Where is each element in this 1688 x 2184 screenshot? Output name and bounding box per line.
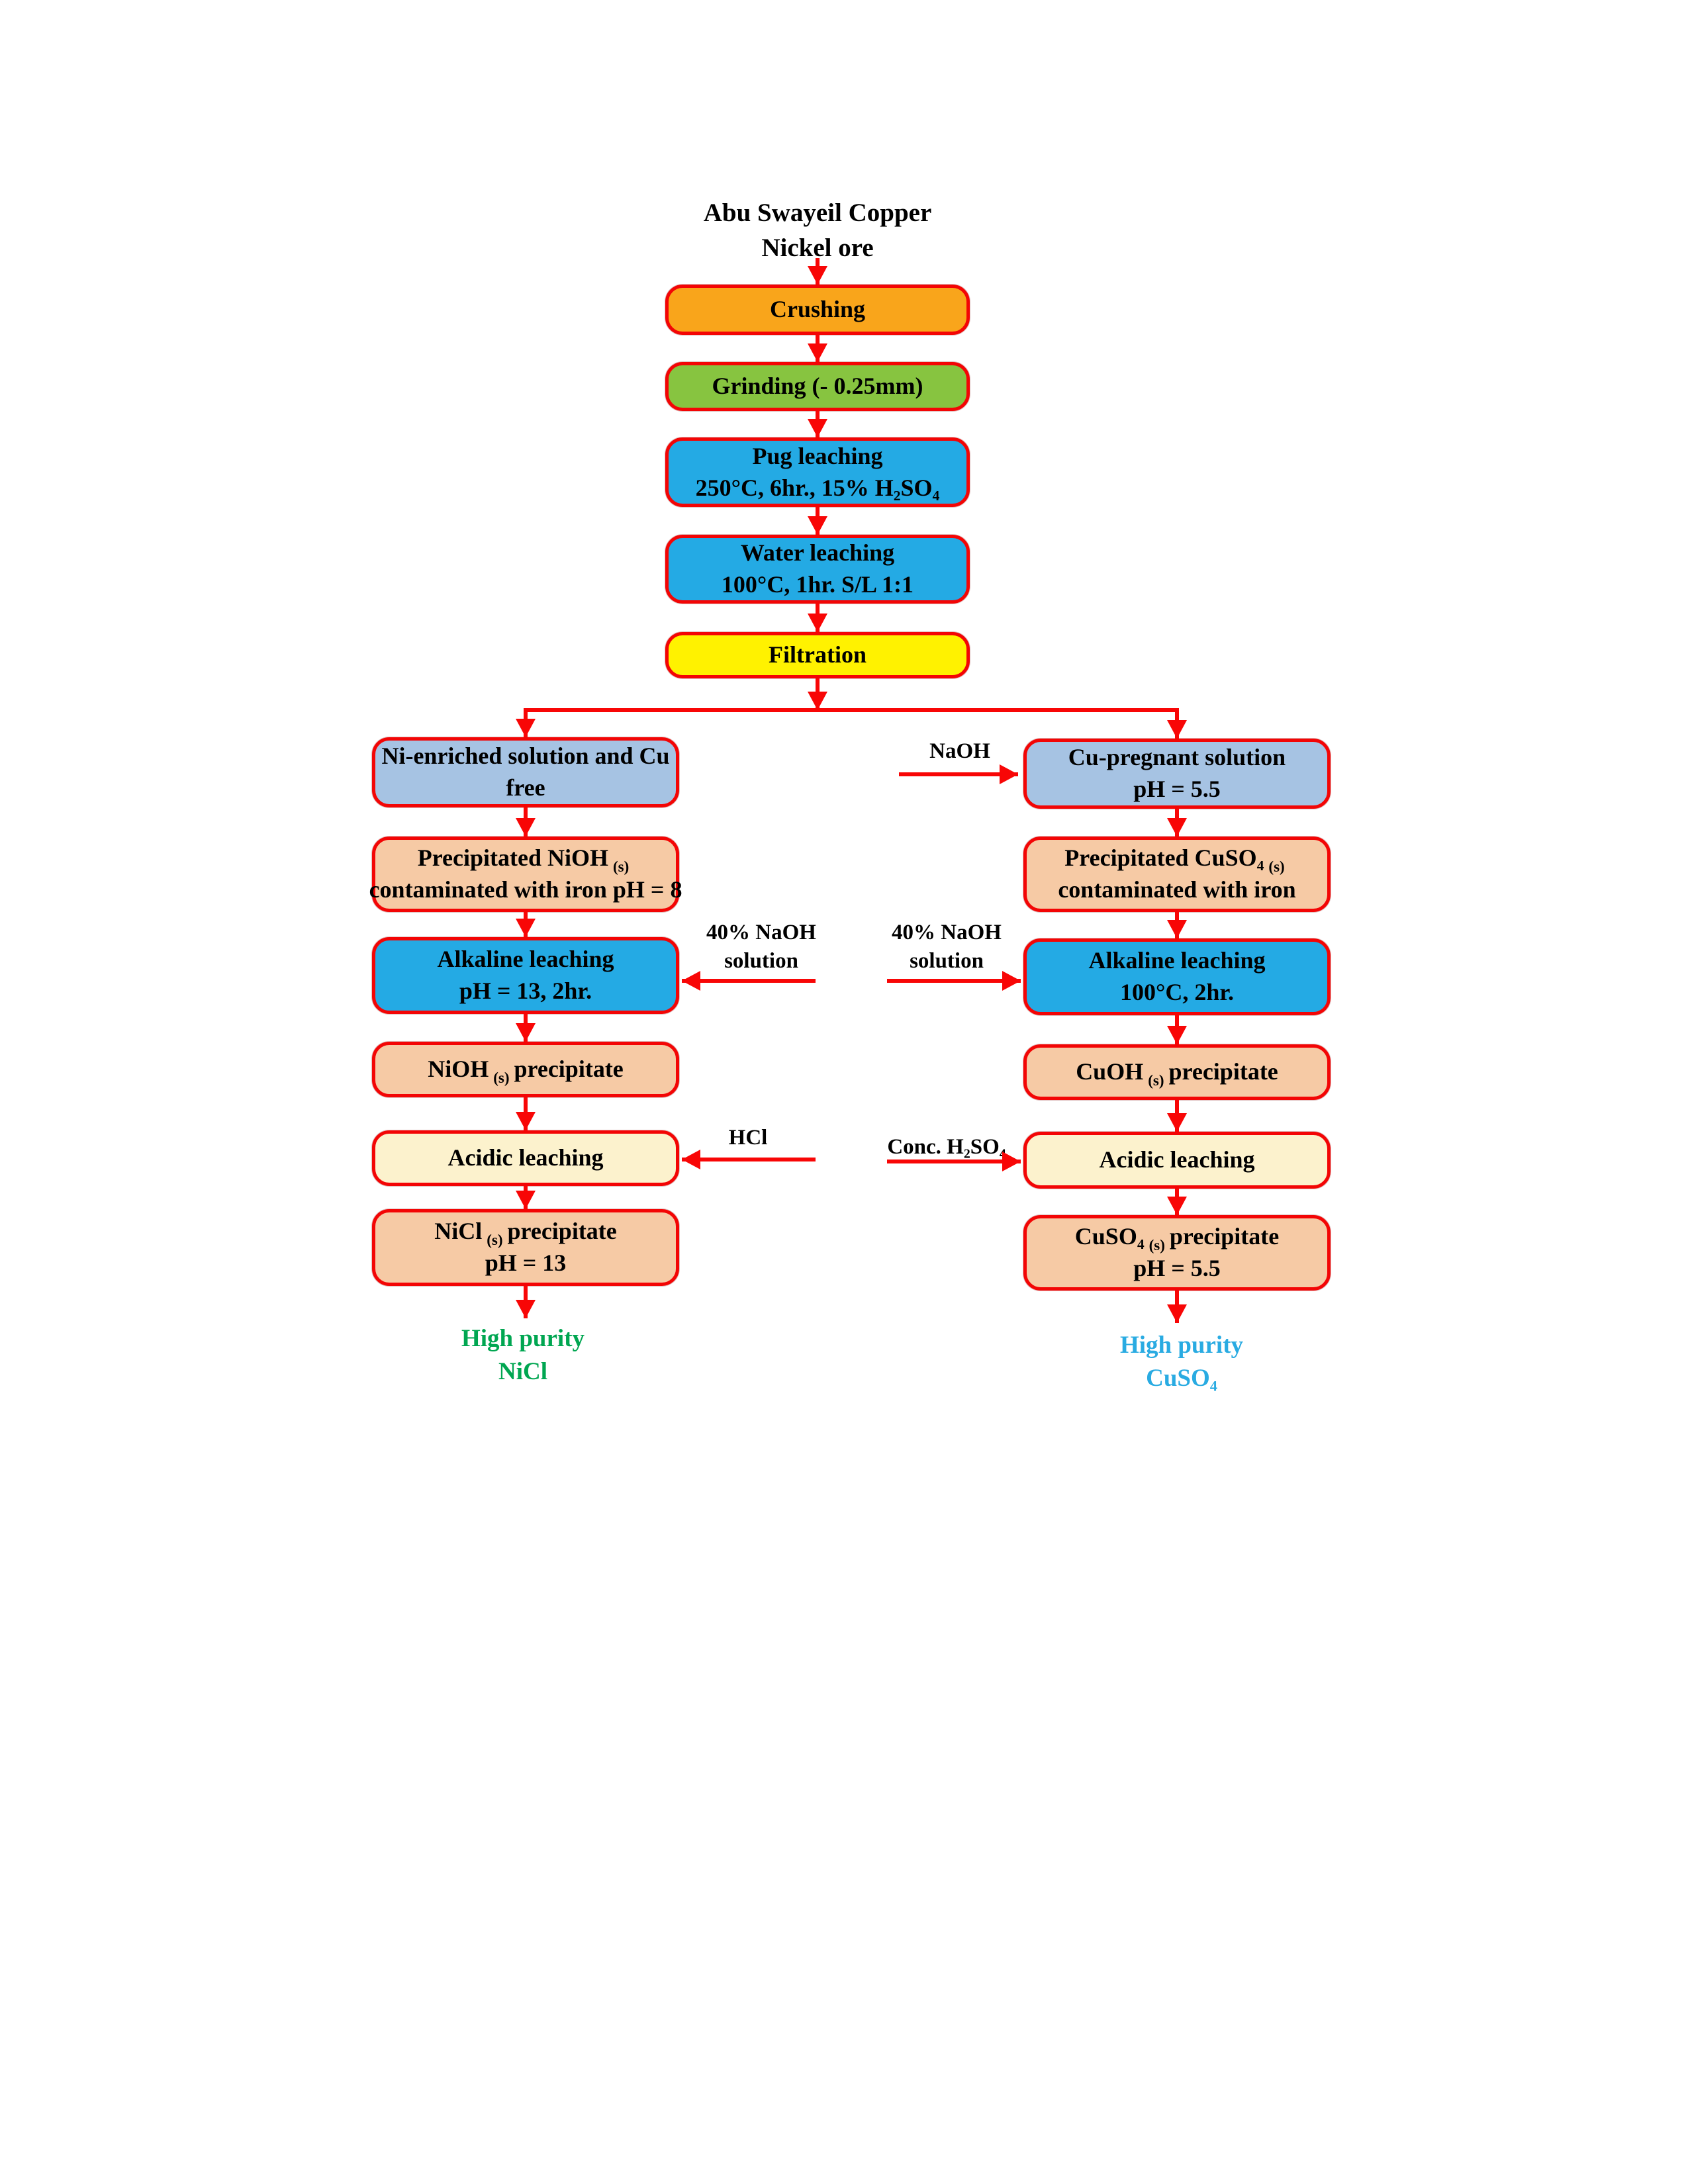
arrow-ni-precipitated-to-alkaline xyxy=(524,912,528,937)
arrow-split-to-ni-solution xyxy=(524,708,528,737)
box-text: 250°C, 6hr., 15% H₂SO₄ xyxy=(695,474,940,501)
arrow-ni-acidic-to-nicl xyxy=(524,1186,528,1209)
ni-output-label: High purity NiCl xyxy=(391,1322,655,1388)
box-text: Grinding (- 0.25mm) xyxy=(712,373,923,400)
hcl-label: HCl xyxy=(728,1126,768,1150)
diagram-title: Abu Swayeil Copper Nickel ore xyxy=(619,196,1016,265)
diagram-title-line1: Abu Swayeil Copper xyxy=(703,199,932,227)
box-text: Pug leaching xyxy=(752,442,883,469)
arrow-hcl-to-ni-acidic xyxy=(682,1158,816,1161)
arrow-nioh-to-acidic xyxy=(524,1097,528,1130)
reagent-line: 40% NaOH xyxy=(706,921,816,944)
arrow-naoh40-to-cu-alkaline xyxy=(887,979,1021,983)
arrow-grinding-to-pug xyxy=(816,411,820,437)
ni-acidic-leaching-box: Acidic leaching xyxy=(372,1130,679,1186)
naoh40-right-label: 40% NaOH solution xyxy=(867,919,1026,976)
grinding-box: Grinding (- 0.25mm) xyxy=(665,362,970,411)
box-text: pH = 5.5 xyxy=(1133,1255,1221,1281)
box-text: Alkaline leaching xyxy=(437,946,614,973)
box-text: 100°C, 2hr. xyxy=(1119,979,1235,1005)
arrow-cu-alkaline-to-cuoh xyxy=(1175,1015,1179,1044)
box-text: NiOH(s)precipitate xyxy=(428,1056,624,1087)
cu-precipitated-box: Precipitated CuSO₄(s) contaminated with … xyxy=(1023,837,1331,912)
box-text: free xyxy=(506,774,545,801)
box-text: pH = 5.5 xyxy=(1133,776,1221,802)
arrow-naoh40-to-ni-alkaline xyxy=(682,979,816,983)
filtration-box: Filtration xyxy=(665,632,970,678)
box-text: Ni-enriched solution and Cu xyxy=(381,743,670,770)
box-text: Filtration xyxy=(769,641,867,668)
box-text: Alkaline leaching xyxy=(1088,947,1266,974)
split-horizontal-line xyxy=(524,708,1179,712)
cu-solution-box: Cu-pregnant solution pH = 5.5 xyxy=(1023,739,1331,809)
cuso4-precipitate-box: CuSO₄(s)precipitate pH = 5.5 xyxy=(1023,1215,1331,1291)
cu-alkaline-leaching-box: Alkaline leaching 100°C, 2hr. xyxy=(1023,938,1331,1015)
nicl-precipitate-box: NiCl(s)precipitate pH = 13 xyxy=(372,1209,679,1286)
reagent-line: solution xyxy=(724,948,798,973)
arrow-split-to-cu-solution xyxy=(1175,708,1179,739)
output-line: CuSO₄ xyxy=(1146,1364,1217,1392)
box-text: Crushing xyxy=(769,296,866,323)
diagram-title-line2: Nickel ore xyxy=(761,233,874,262)
output-line: High purity xyxy=(1119,1332,1244,1359)
box-text: 100°C, 1hr. S/L 1:1 xyxy=(721,571,914,598)
nioh-precipitate-box: NiOH(s)precipitate xyxy=(372,1042,679,1097)
ni-alkaline-leaching-box: Alkaline leaching pH = 13, 2hr. xyxy=(372,937,679,1014)
box-text: contaminated with iron pH = 8 xyxy=(369,876,682,903)
arrow-ni-alkaline-to-nioh xyxy=(524,1014,528,1042)
output-line: NiCl xyxy=(498,1357,547,1385)
water-leaching-box: Water leaching 100°C, 1hr. S/L 1:1 xyxy=(665,535,970,604)
box-text: pH = 13, 2hr. xyxy=(459,978,592,1004)
cu-acidic-leaching-box: Acidic leaching xyxy=(1023,1132,1331,1189)
arrow-filtration-to-split xyxy=(816,678,820,710)
crushing-box: Crushing xyxy=(665,285,970,335)
arrow-pug-to-water xyxy=(816,507,820,535)
box-text: Cu-pregnant solution xyxy=(1068,744,1286,771)
ni-solution-box: Ni-enriched solution and Cu free xyxy=(372,737,679,807)
arrow-nicl-to-output xyxy=(524,1286,528,1318)
arrow-h2so4-to-cu-acidic xyxy=(887,1160,1021,1163)
box-text: CuOH(s)precipitate xyxy=(1076,1058,1278,1089)
arrow-crushing-to-grinding xyxy=(816,335,820,362)
arrow-naoh-to-cu-solution xyxy=(899,772,1018,776)
box-text: Acidic leaching xyxy=(447,1144,604,1171)
arrow-ni-solution-to-precipitated xyxy=(524,807,528,837)
arrow-cu-precipitated-to-alkaline xyxy=(1175,912,1179,938)
ni-precipitated-box: Precipitated NiOH(s) contaminated with i… xyxy=(369,837,682,912)
box-text: pH = 13 xyxy=(485,1250,567,1276)
arrow-water-to-filtration xyxy=(816,604,820,632)
box-text: CuSO₄(s)precipitate xyxy=(1074,1223,1280,1254)
pug-leaching-box: Pug leaching 250°C, 6hr., 15% H₂SO₄ xyxy=(665,437,970,507)
h2so4-label: Conc. H₂SO₄ xyxy=(887,1135,1006,1159)
cu-output-label: High purity CuSO₄ xyxy=(1049,1329,1314,1395)
arrow-cuso4-to-output xyxy=(1175,1291,1179,1323)
box-text: Precipitated NiOH(s) xyxy=(417,844,630,876)
box-text: Acidic leaching xyxy=(1099,1146,1255,1173)
cuoh-precipitate-box: CuOH(s)precipitate xyxy=(1023,1044,1331,1100)
box-text: Precipitated CuSO₄(s) xyxy=(1064,844,1285,876)
naoh40-left-label: 40% NaOH solution xyxy=(682,919,841,976)
arrow-cu-acidic-to-cuso4 xyxy=(1175,1189,1179,1215)
box-text: NiCl(s)precipitate xyxy=(434,1218,617,1249)
arrow-cu-solution-to-precipitated xyxy=(1175,809,1179,837)
output-line: High purity xyxy=(461,1325,585,1352)
naoh-label: NaOH xyxy=(929,739,990,763)
box-text: contaminated with iron xyxy=(1058,876,1296,903)
reagent-line: solution xyxy=(910,948,984,973)
arrow-cuoh-to-acidic xyxy=(1175,1100,1179,1132)
box-text: Water leaching xyxy=(740,539,895,567)
reagent-line: 40% NaOH xyxy=(892,921,1002,944)
arrow-title-to-crushing xyxy=(816,258,820,285)
